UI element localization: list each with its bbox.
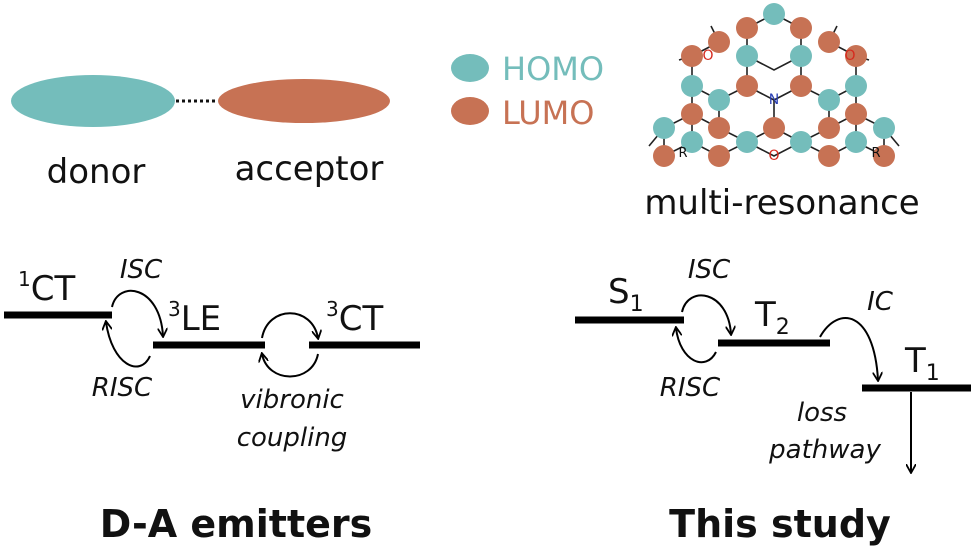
- molecule-atom-lumo: [708, 117, 730, 139]
- orbital-legend: HOMO LUMO: [451, 50, 604, 132]
- molecule-atom-lumo: [790, 17, 812, 39]
- isc-label: ISC: [120, 255, 163, 285]
- risc-arrow: [106, 322, 151, 368]
- vibronic-back-arrow: [262, 354, 319, 378]
- molecule-r-right: R: [871, 146, 880, 161]
- lumo-legend-swatch: [451, 97, 489, 125]
- molecule-atom-lumo: [763, 117, 785, 139]
- molecule-atom-lumo: [736, 17, 758, 39]
- donor-label: donor: [47, 152, 146, 192]
- homo-legend-swatch: [451, 54, 489, 82]
- ic-arrow: [819, 317, 878, 380]
- vibronic-label-2: coupling: [237, 423, 348, 453]
- molecule-atom-homo: [790, 131, 812, 153]
- molecule-atom-homo: [681, 75, 703, 97]
- homo-legend-label: HOMO: [502, 50, 604, 88]
- molecule-atom-homo: [845, 75, 867, 97]
- right-diagram-title: This study: [669, 502, 891, 546]
- molecule-atom-homo: [763, 3, 785, 25]
- molecule-atom-homo: [845, 131, 867, 153]
- vibronic-label-1: vibronic: [240, 385, 344, 415]
- loss-label-1: loss: [797, 398, 847, 428]
- acceptor-ellipse: [218, 79, 390, 123]
- acceptor-label: acceptor: [235, 149, 384, 189]
- lumo-legend-label: LUMO: [502, 94, 594, 132]
- donor-ellipse: [11, 75, 175, 127]
- isc-arrow: [111, 289, 163, 336]
- ic-label: IC: [867, 287, 894, 317]
- molecule-atom-lumo: [653, 145, 675, 167]
- risc-arrow-right: [676, 328, 717, 364]
- molecule-atoms: [653, 3, 895, 167]
- level-t1-label: T1: [904, 341, 940, 386]
- vibronic-forward-arrow: [261, 312, 318, 338]
- isc-arrow-right: [681, 294, 731, 334]
- molecule-atom-lumo: [818, 31, 840, 53]
- molecule-atom-homo: [736, 45, 758, 67]
- molecule-atom-lumo: [708, 31, 730, 53]
- isc-label-right: ISC: [688, 255, 731, 285]
- molecule-atom-homo: [653, 117, 675, 139]
- molecule-caption: multi-resonance: [644, 183, 919, 223]
- molecule-atom-homo: [873, 117, 895, 139]
- risc-label-right: RISC: [660, 373, 721, 403]
- molecule-o-left: O: [702, 48, 713, 64]
- molecule-o-right: O: [844, 48, 855, 64]
- donor-acceptor-panel: donor acceptor: [11, 75, 390, 192]
- level-3ct-label: 3CT: [326, 297, 383, 339]
- molecule-atom-lumo: [818, 145, 840, 167]
- molecule-atom-lumo: [873, 145, 895, 167]
- molecule-atom-homo: [818, 89, 840, 111]
- molecule-atom-lumo: [845, 103, 867, 125]
- molecule-atom-lumo: [736, 75, 758, 97]
- molecule-o-center: O: [768, 148, 779, 164]
- molecule-atom-lumo: [818, 117, 840, 139]
- left-energy-diagram: 1CT 3LE 3CT ISC RISC vibronic coupling D…: [4, 255, 420, 546]
- molecule-atom-homo: [708, 89, 730, 111]
- left-diagram-title: D-A emitters: [100, 502, 373, 546]
- molecule-atom-lumo: [708, 145, 730, 167]
- level-1ct-label: 1CT: [18, 267, 75, 309]
- loss-label-2: pathway: [768, 435, 881, 465]
- molecule-atom-lumo: [681, 45, 703, 67]
- molecule-atom-homo: [736, 131, 758, 153]
- level-t2-label: T2: [754, 295, 790, 340]
- molecule-atom-lumo: [845, 45, 867, 67]
- level-s1-label: S1: [608, 272, 644, 317]
- molecule-atom-homo: [681, 131, 703, 153]
- molecule-n-atom: N: [769, 92, 779, 108]
- molecule-atom-lumo: [790, 75, 812, 97]
- risc-label: RISC: [92, 373, 153, 403]
- molecule-atom-homo: [790, 45, 812, 67]
- multi-resonance-molecule: N O O O R R multi-resonance: [644, 3, 920, 223]
- right-energy-diagram: S1 T2 T1 ISC RISC IC loss pathway This s…: [575, 255, 971, 546]
- molecule-r-left: R: [678, 146, 687, 161]
- molecule-atom-lumo: [681, 103, 703, 125]
- level-3le-label: 3LE: [168, 297, 221, 339]
